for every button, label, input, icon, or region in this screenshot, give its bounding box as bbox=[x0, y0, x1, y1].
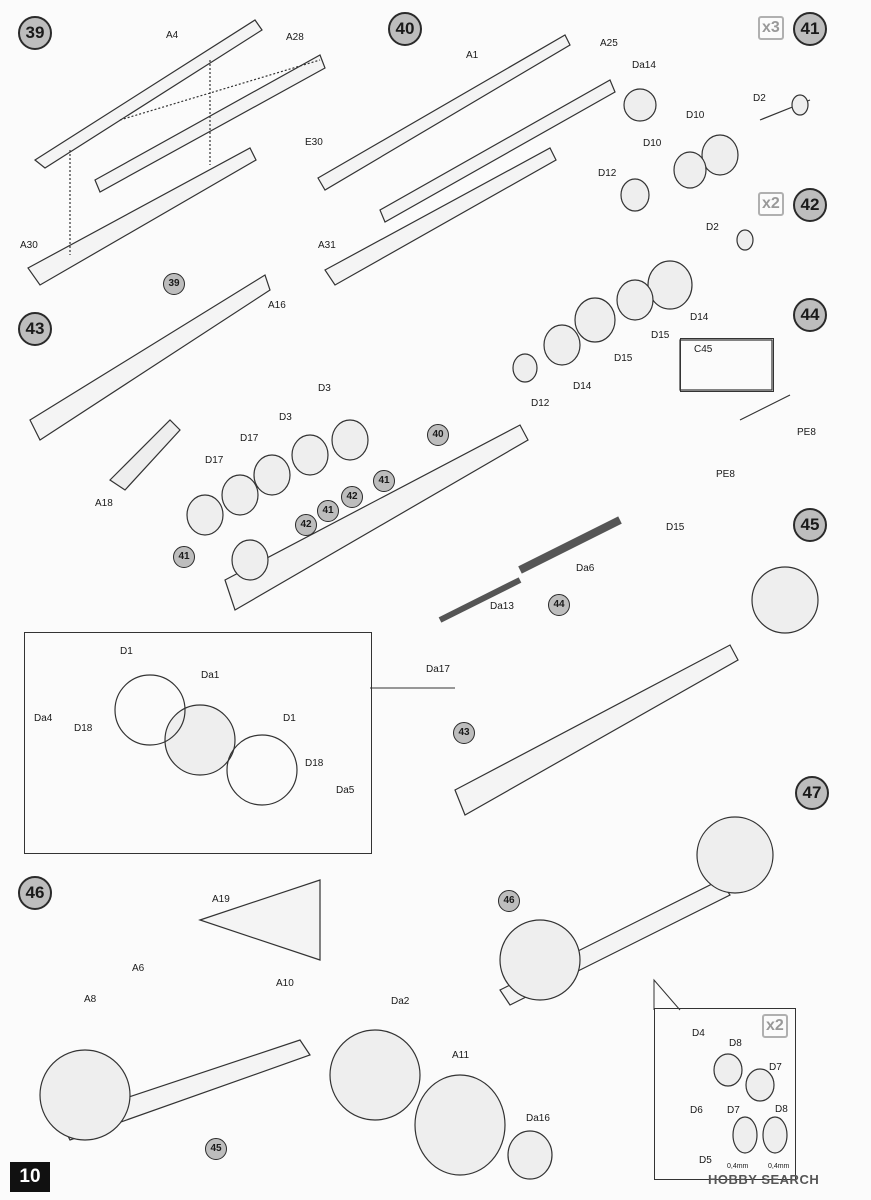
multiplier-x3: x3 bbox=[758, 16, 784, 40]
part-label: A6 bbox=[132, 963, 145, 974]
part-label: Da16 bbox=[526, 1113, 550, 1124]
part-label: A4 bbox=[166, 30, 179, 41]
part-label: A25 bbox=[600, 38, 618, 49]
part-label: Da6 bbox=[576, 563, 595, 574]
part-label: E30 bbox=[305, 137, 323, 148]
part-label: D6 bbox=[690, 1105, 703, 1116]
part-label: A16 bbox=[268, 300, 286, 311]
part-label: D15 bbox=[651, 330, 670, 341]
part-label: D2 bbox=[753, 93, 766, 104]
part-label: D12 bbox=[598, 168, 617, 179]
part-label: D15 bbox=[614, 353, 633, 364]
ref-step-42: 42 bbox=[295, 514, 317, 536]
ref-step-41: 41 bbox=[317, 500, 339, 522]
part-label: D12 bbox=[531, 398, 550, 409]
multiplier-x2-step42: x2 bbox=[758, 192, 784, 216]
part-label: A18 bbox=[95, 498, 113, 509]
part-label: D18 bbox=[305, 758, 324, 769]
step-40-badge: 40 bbox=[388, 12, 422, 46]
ref-step-42: 42 bbox=[341, 486, 363, 508]
part-label: Da5 bbox=[336, 785, 355, 796]
watermark: HOBBY SEARCH bbox=[708, 1172, 820, 1187]
measure-label: 0,4mm bbox=[727, 1163, 749, 1170]
part-label: D18 bbox=[74, 723, 93, 734]
ref-step-40: 40 bbox=[427, 424, 449, 446]
inset-step-44 bbox=[680, 338, 774, 392]
part-label: PE8 bbox=[716, 469, 735, 480]
part-label: D4 bbox=[692, 1028, 705, 1039]
part-label: D17 bbox=[205, 455, 224, 466]
ref-step-43: 43 bbox=[453, 722, 475, 744]
part-label: A28 bbox=[286, 32, 304, 43]
step-46-badge: 46 bbox=[18, 876, 52, 910]
step-47-badge: 47 bbox=[795, 776, 829, 810]
inset-step-43 bbox=[24, 632, 372, 854]
multiplier-x2-step47: x2 bbox=[762, 1014, 788, 1038]
ref-step-44: 44 bbox=[548, 594, 570, 616]
part-label: A10 bbox=[276, 978, 294, 989]
part-label: Da13 bbox=[490, 601, 514, 612]
part-label: D1 bbox=[283, 713, 296, 724]
ref-step-41: 41 bbox=[373, 470, 395, 492]
part-label: D15 bbox=[666, 522, 685, 533]
part-label: Da14 bbox=[632, 60, 656, 71]
step-44-badge: 44 bbox=[793, 298, 827, 332]
ref-step-46: 46 bbox=[498, 890, 520, 912]
inset-step-47 bbox=[654, 1008, 796, 1180]
part-label: D14 bbox=[573, 381, 592, 392]
part-label: PE8 bbox=[797, 427, 816, 438]
part-label: Da1 bbox=[201, 670, 220, 681]
ref-step-39: 39 bbox=[163, 273, 185, 295]
part-label: D3 bbox=[279, 412, 292, 423]
part-label: D1 bbox=[120, 646, 133, 657]
part-label: D10 bbox=[643, 138, 662, 149]
part-label: Da4 bbox=[34, 713, 53, 724]
part-label: Da2 bbox=[391, 996, 410, 1007]
part-label: D17 bbox=[240, 433, 259, 444]
part-label: A8 bbox=[84, 994, 97, 1005]
part-label: A1 bbox=[466, 50, 479, 61]
part-label: A30 bbox=[20, 240, 38, 251]
part-label: D8 bbox=[775, 1104, 788, 1115]
part-label: D14 bbox=[690, 312, 709, 323]
page-number: 10 bbox=[10, 1162, 50, 1192]
step-45-badge: 45 bbox=[793, 508, 827, 542]
step-41-badge: 41 bbox=[793, 12, 827, 46]
step-42-badge: 42 bbox=[793, 188, 827, 222]
part-label: A19 bbox=[212, 894, 230, 905]
part-label: D10 bbox=[686, 110, 705, 121]
part-label: D3 bbox=[318, 383, 331, 394]
part-label: D7 bbox=[769, 1062, 782, 1073]
part-label: D7 bbox=[727, 1105, 740, 1116]
ref-step-45: 45 bbox=[205, 1138, 227, 1160]
part-label: A11 bbox=[452, 1050, 470, 1061]
part-label: C45 bbox=[694, 344, 713, 355]
measure-label: 0,4mm bbox=[768, 1163, 790, 1170]
step-39-badge: 39 bbox=[18, 16, 52, 50]
part-label: D5 bbox=[699, 1155, 712, 1166]
part-label: D2 bbox=[706, 222, 719, 233]
part-label: A31 bbox=[318, 240, 336, 251]
part-label: D8 bbox=[729, 1038, 742, 1049]
step-43-badge: 43 bbox=[18, 312, 52, 346]
part-label: Da17 bbox=[426, 664, 450, 675]
ref-step-41: 41 bbox=[173, 546, 195, 568]
